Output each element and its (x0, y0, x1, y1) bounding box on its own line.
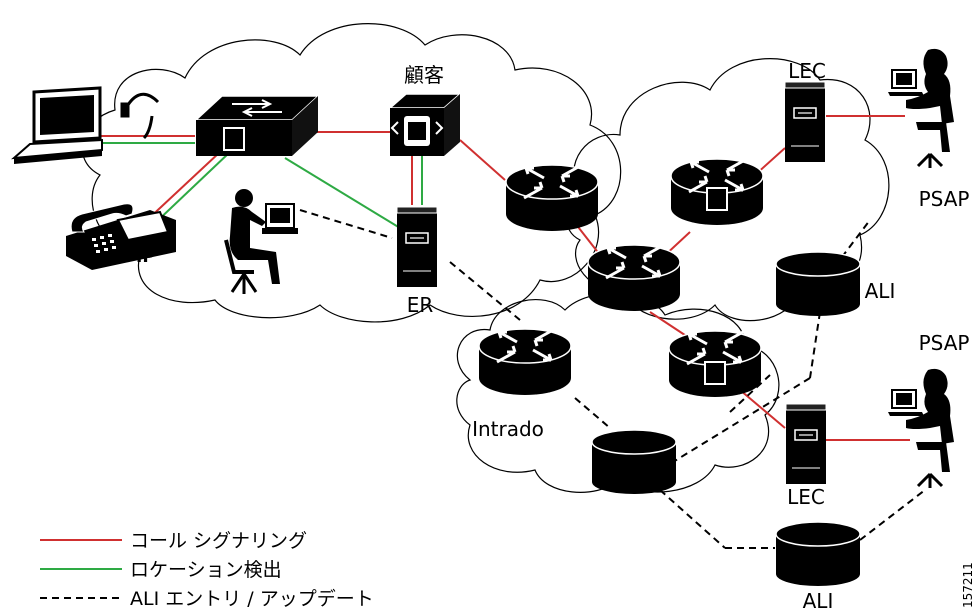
psap-top-label: PSAP (919, 187, 970, 211)
ali-bottom-label: ALI (803, 589, 834, 613)
psap-mid-label: PSAP (919, 331, 970, 355)
ip-phone-icon: IP (66, 203, 176, 270)
customer-cloud (81, 23, 622, 323)
legend-ali-update: ALI エントリ / アップデート (130, 588, 374, 610)
lec-top-label: LEC (788, 59, 826, 83)
figure-id: 157211 (961, 562, 975, 608)
psap-operator-icon (886, 47, 956, 170)
laptop-icon (11, 86, 103, 164)
er-server-icon (396, 206, 438, 288)
router-icon (586, 243, 682, 313)
headset-icon (120, 92, 160, 140)
ali-right-label: ALI (865, 279, 896, 303)
lec-server-icon (785, 403, 827, 485)
legend-call-signaling: コール シグナリング (130, 530, 307, 552)
router-v-label: V (709, 364, 722, 383)
router-icon: V (669, 157, 765, 227)
router-icon (477, 327, 573, 397)
customer-label: 顧客 (404, 63, 444, 87)
ip-phone-label: IP (136, 247, 155, 267)
lec-server-icon (784, 81, 826, 163)
lec-bottom-label: LEC (787, 485, 825, 509)
intrado-cloud (456, 293, 780, 493)
database-icon (591, 429, 677, 495)
call-signaling-links (100, 115, 910, 441)
person-at-workstation-icon (224, 189, 298, 294)
legend: コール シグナリング ロケーション検出 ALI エントリ / アップデート (40, 530, 374, 610)
location-detection-links (100, 142, 423, 229)
router-icon (504, 163, 600, 233)
intrado-label: Intrado (472, 417, 544, 441)
psap-operator-icon (886, 367, 956, 490)
router-icon: V (667, 329, 763, 399)
phone-server-icon (388, 93, 462, 156)
legend-location-detection: ロケーション検出 (130, 559, 282, 581)
er-label: ER (407, 293, 434, 317)
router-v-label: V (711, 190, 724, 209)
database-icon (775, 521, 861, 587)
switch-v-label: V (228, 130, 241, 149)
switch-icon: V (194, 95, 320, 156)
database-icon (775, 251, 861, 317)
